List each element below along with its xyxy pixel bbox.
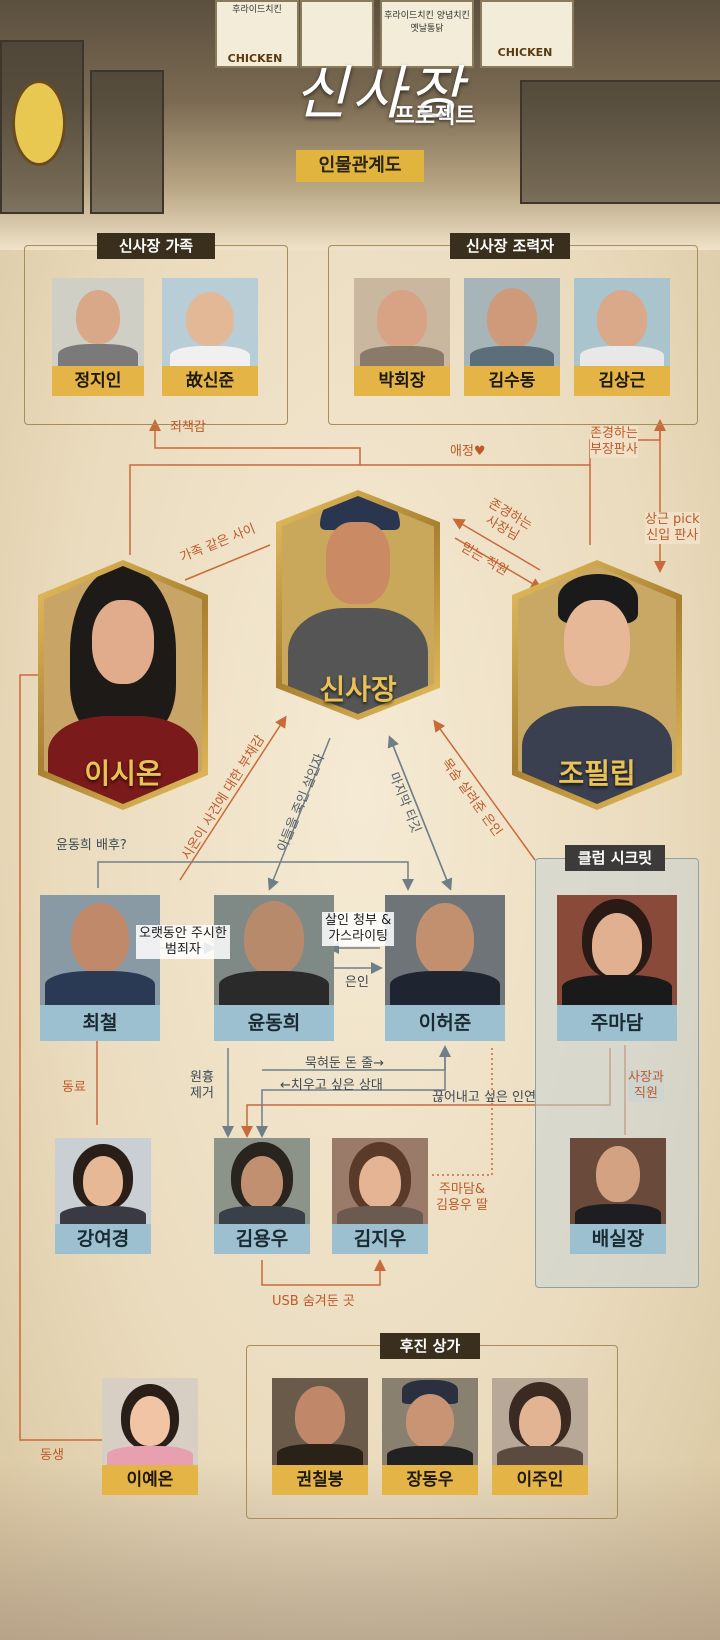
label-long-watched: 오랫동안 주시한 범죄자 xyxy=(136,925,230,959)
photo-shin-jun xyxy=(162,278,258,370)
name-choi-cheol: 최철 xyxy=(40,1005,160,1041)
label-usb: USB 숨겨둔 곳 xyxy=(272,1294,355,1309)
name-jo-pillip: 조필립 xyxy=(558,757,636,790)
photo-jang-dongwoo xyxy=(382,1378,478,1468)
line-saved-life xyxy=(433,719,536,861)
line-trust xyxy=(454,537,543,590)
name-kim-sudong: 김수동 xyxy=(464,366,560,396)
photo-lee-juin xyxy=(492,1378,588,1468)
label-cut-ties: 끊어내고 싶은 인연 xyxy=(432,1090,536,1105)
photo-yoon-donghee xyxy=(214,895,334,1005)
name-kwon-chilbong: 권칠봉 xyxy=(272,1465,368,1495)
label-want-rid: ←치우고 싶은 상대 xyxy=(280,1078,383,1093)
shop-sign-chicken: CHICKEN xyxy=(497,46,553,59)
name-kim-yongwoo: 김용우 xyxy=(214,1224,310,1254)
photo-lee-yeon xyxy=(102,1378,198,1468)
photo-kim-sudong xyxy=(464,278,560,370)
name-lee-sion: 이시온 xyxy=(84,757,162,790)
chart-title: 인물관계도 xyxy=(296,150,424,182)
photo-jung-jiin xyxy=(52,278,144,370)
label-colleague: 동료 xyxy=(62,1080,86,1095)
line-usb xyxy=(261,1259,386,1286)
name-bae-siljang: 배실장 xyxy=(570,1224,666,1254)
line-guilt-sion-case xyxy=(179,715,287,881)
label-daughter: 주마담& 김용우 딸 xyxy=(436,1182,488,1213)
shop-sign-text: 후라이드치킨 xyxy=(232,5,282,15)
shop-sign-chicken: CHICKEN xyxy=(227,52,283,65)
name-ju-madam: 주마담 xyxy=(557,1005,677,1041)
group-club-label: 클럽 시크릿 xyxy=(565,845,665,871)
name-lee-juin: 이주인 xyxy=(492,1465,588,1495)
shop-sign: 후라이드치킨 양념치킨 옛날통닭 xyxy=(380,0,474,68)
group-helpers-label: 신사장 조력자 xyxy=(450,233,570,259)
name-jang-dongwoo: 장동우 xyxy=(382,1465,478,1495)
label-hidden-money: 묵혀둔 돈 줄→ xyxy=(305,1056,384,1071)
name-lee-heojun: 이허준 xyxy=(385,1005,505,1041)
shop-sign-text: 후라이드치킨 양념치킨 옛날통닭 xyxy=(384,11,470,34)
photo-ju-madam xyxy=(557,895,677,1005)
label-sibling: 동생 xyxy=(40,1448,64,1463)
group-family-label: 신사장 가족 xyxy=(97,233,215,259)
label-guilt: 죄책감 xyxy=(170,420,206,435)
label-sanggeun-pick: 상근 pick 신입 판사 xyxy=(645,512,700,544)
name-kim-sanggeun: 김상근 xyxy=(574,366,670,396)
label-culprit-removal: 원흉 제거 xyxy=(190,1070,214,1101)
line-daughter xyxy=(430,1048,493,1176)
line-guilt xyxy=(129,419,361,555)
photo-park-hoejang xyxy=(354,278,450,370)
shop-shelf xyxy=(520,80,720,204)
line-son-killer xyxy=(267,737,331,891)
photo-kim-yongwoo xyxy=(214,1138,310,1228)
photo-kim-jiwoo xyxy=(332,1138,428,1228)
label-affection: 애정♥ xyxy=(450,444,486,459)
label-contract: 살인 청부 & 가스라이팅 xyxy=(322,912,395,946)
line-donghee-backer xyxy=(97,861,414,891)
photo-kim-sanggeun xyxy=(574,278,670,370)
label-benefactor: 은인 xyxy=(345,975,369,990)
name-lee-yeon: 이예온 xyxy=(102,1465,198,1495)
label-boss-staff: 사장과 직원 xyxy=(628,1070,664,1102)
name-shin-jun: 故신준 xyxy=(162,366,258,396)
line-want-rid xyxy=(256,1048,446,1138)
photo-lee-sion xyxy=(44,566,202,804)
name-kang-yeogyeong: 강여경 xyxy=(55,1224,151,1254)
line-respect-boss xyxy=(452,518,541,571)
shop-sign: 후라이드치킨 xyxy=(215,0,299,68)
photo-kang-yeogyeong xyxy=(55,1138,151,1228)
label-donghee-backer: 윤동희 배후? xyxy=(56,838,127,853)
shop-window xyxy=(90,70,164,214)
photo-kwon-chilbong xyxy=(272,1378,368,1468)
line-family-like xyxy=(184,544,271,581)
chef-logo-icon xyxy=(12,80,66,166)
group-back-alley-label: 후진 상가 xyxy=(380,1333,480,1359)
show-title: 신사장 xyxy=(293,59,467,127)
label-respect-judge: 존경하는 부장판사 xyxy=(590,426,638,458)
name-jung-jiin: 정지인 xyxy=(52,366,144,396)
photo-lee-heojun xyxy=(385,895,505,1005)
name-yoon-donghee: 윤동희 xyxy=(214,1005,334,1041)
photo-bae-siljang xyxy=(570,1138,666,1228)
photo-shin-sajang xyxy=(282,496,434,714)
shop-sign xyxy=(480,0,574,68)
name-park-hoejang: 박회장 xyxy=(354,366,450,396)
name-shin-sajang: 신사장 xyxy=(319,673,397,706)
shop-sign xyxy=(300,0,374,68)
show-subtitle: 프로젝트 xyxy=(394,104,476,129)
line-sibling xyxy=(19,674,110,1441)
name-kim-jiwoo: 김지우 xyxy=(332,1224,428,1254)
